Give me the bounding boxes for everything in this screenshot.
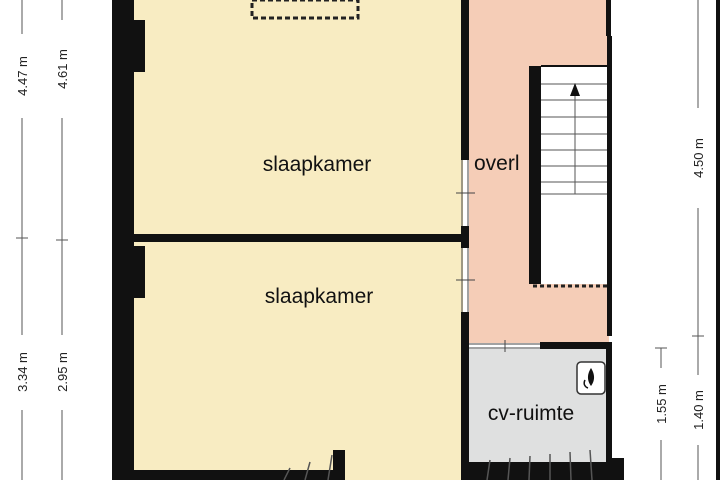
- right-outer-wall-top: [606, 0, 611, 36]
- room-label-landing: overl: [474, 152, 520, 175]
- utility-top-wall: [540, 342, 612, 349]
- bottom-stub: [610, 458, 624, 480]
- bottom-left-pier: [333, 450, 345, 480]
- bedroom-bottom-floor: [133, 242, 463, 480]
- middle-vertical-wall-bottom: [461, 312, 469, 480]
- left-outer-wall: [112, 0, 134, 480]
- window-openings: [456, 160, 540, 352]
- room-label-bedroom-bottom: slaapkamer: [265, 285, 374, 308]
- loft-hatch: [250, 0, 360, 20]
- dimension-lines: [16, 0, 704, 480]
- stair-left-wall: [529, 66, 541, 284]
- dimension-right-inner-bottom: 1.55 m: [654, 384, 669, 424]
- bottom-slanted-wall: [469, 462, 619, 480]
- walls: [112, 0, 720, 480]
- room-label-bedroom-top: slaapkamer: [263, 153, 372, 176]
- dimension-left-outer-bottom: 3.34 m: [15, 352, 30, 392]
- left-wall-pier-top: [133, 20, 145, 72]
- flame-icon: [576, 361, 606, 395]
- middle-vertical-wall-mid: [461, 226, 469, 248]
- bedroom-top-floor: [133, 0, 463, 236]
- bottom-stair-steps: [283, 449, 593, 480]
- utility-right-wall: [606, 342, 612, 462]
- stairwell: [540, 66, 608, 284]
- bottom-left-wall: [133, 470, 333, 480]
- right-edge-wall: [716, 0, 720, 480]
- staircase: [541, 65, 607, 195]
- middle-partition-wall: [133, 234, 467, 242]
- dimension-right-outer-top: 4.50 m: [691, 138, 706, 178]
- room-label-utility: cv-ruimte: [488, 402, 574, 425]
- dimension-left-inner-bottom: 2.95 m: [55, 352, 70, 392]
- right-outer-wall: [607, 36, 612, 336]
- middle-vertical-wall-top: [461, 0, 469, 160]
- arrow-up-icon: [570, 83, 580, 96]
- dimension-left-inner-top: 4.61 m: [55, 49, 70, 89]
- dimension-left-outer-top: 4.47 m: [15, 56, 30, 96]
- dimension-right-outer-bottom: 1.40 m: [691, 390, 706, 430]
- left-wall-pier-bottom: [133, 246, 145, 298]
